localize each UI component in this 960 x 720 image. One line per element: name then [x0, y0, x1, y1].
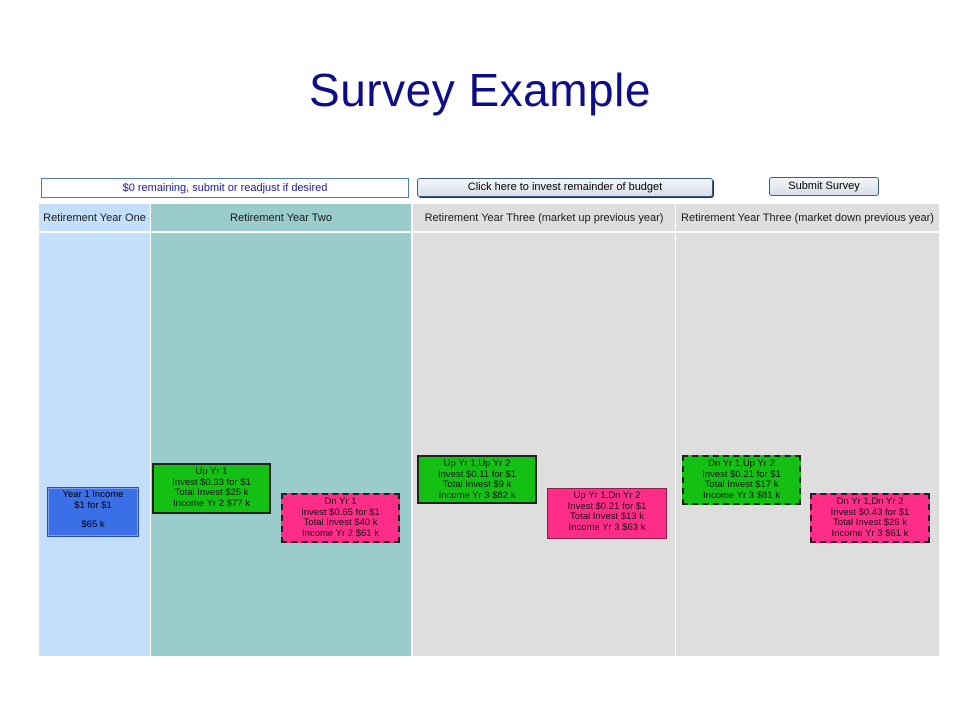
- column-header: Retirement Year Three (market down previ…: [676, 204, 939, 233]
- column-retirement-year-three-up: Retirement Year Three (market up previou…: [413, 204, 675, 656]
- card-line-total: Total Invest $13 k: [570, 511, 644, 522]
- invest-remainder-button[interactable]: Click here to invest remainder of budget: [417, 178, 713, 197]
- card-line-total: Total Invest $9 k: [442, 479, 512, 490]
- card-line-scenario: Dn Yr 1: [324, 496, 357, 507]
- card-line-scenario: Dn Yr 1,Up Yr 2: [708, 458, 775, 469]
- scenario-card-dn-yr1[interactable]: Dn Yr 1 Invest $0.65 for $1 Total Invest…: [281, 493, 400, 543]
- card-line-invest: Invest $0.65 for $1: [301, 506, 380, 518]
- column-header: Retirement Year Two: [151, 204, 411, 233]
- card-line-invest: Invest $0.21 for $1: [702, 468, 781, 480]
- card-line-total: Total Invest $25 k: [174, 487, 249, 498]
- card-line-income: Income Yr 3 $82 k: [438, 489, 516, 501]
- card-line-total: Total Invest $17 k: [704, 479, 779, 490]
- card-line-income: Income Yr 3 $61 k: [831, 527, 909, 539]
- card-line-scenario: Up Yr 1: [195, 466, 228, 477]
- card-line-invest: Invest $0.43 for $1: [830, 506, 910, 518]
- slide-title: Survey Example: [309, 64, 651, 116]
- card-line-scenario: Up Yr 1,Up Yr 2: [443, 458, 511, 469]
- card-line-income: Income Yr 3 $81 k: [703, 489, 780, 501]
- card-line-invest: Invest $0.11 for $1: [438, 468, 516, 480]
- scenario-card-dn-yr1-dn-yr2[interactable]: Dn Yr 1,Dn Yr 2 Invest $0.43 for $1 Tota…: [810, 493, 930, 543]
- card-line-income: Income Yr 2 $77 k: [173, 497, 250, 509]
- scenario-card-up-yr1-up-yr2[interactable]: Up Yr 1,Up Yr 2 Invest $0.11 for $1 Tota…: [417, 455, 537, 504]
- scenario-card-dn-yr1-up-yr2[interactable]: Dn Yr 1,Up Yr 2 Invest $0.21 for $1 Tota…: [682, 455, 801, 505]
- column-retirement-year-three-down: Retirement Year Three (market down previ…: [676, 204, 939, 656]
- card-line-rate: $1 for $1: [74, 499, 112, 511]
- column-retirement-year-two: Retirement Year Two: [151, 204, 411, 656]
- card-line-income: Income Yr 2 $61 k: [302, 527, 379, 539]
- card-line-scenario: Up Yr 1,Dn Yr 2: [573, 490, 641, 501]
- scenario-card-up-yr1-dn-yr2[interactable]: Up Yr 1,Dn Yr 2 Invest $0.21 for $1 Tota…: [547, 488, 667, 539]
- card-line-value: $65 k: [81, 519, 105, 530]
- card-line-total: Total Invest $26 k: [833, 517, 907, 528]
- year1-income-card[interactable]: Year 1 Income $1 for $1 $65 k: [47, 487, 139, 537]
- budget-status-field: $0 remaining, submit or readjust if desi…: [41, 178, 409, 198]
- card-line-invest: Invest $0.21 for $1: [567, 500, 647, 512]
- column-header: Retirement Year Three (market up previou…: [413, 204, 675, 233]
- scenario-card-up-yr1[interactable]: Up Yr 1 Invest $0.33 for $1 Total Invest…: [152, 463, 271, 514]
- column-retirement-year-one: Retirement Year One: [39, 204, 150, 656]
- card-line-invest: Invest $0.33 for $1: [172, 476, 251, 488]
- column-header: Retirement Year One: [39, 204, 150, 233]
- card-line-income: Income Yr 3 $63 k: [568, 521, 646, 533]
- submit-survey-button[interactable]: Submit Survey: [769, 177, 879, 196]
- card-line-scenario: Dn Yr 1,Dn Yr 2: [836, 496, 904, 507]
- card-line-total: Total Invest $40 k: [303, 517, 378, 528]
- card-line-title: Year 1 Income: [62, 489, 124, 500]
